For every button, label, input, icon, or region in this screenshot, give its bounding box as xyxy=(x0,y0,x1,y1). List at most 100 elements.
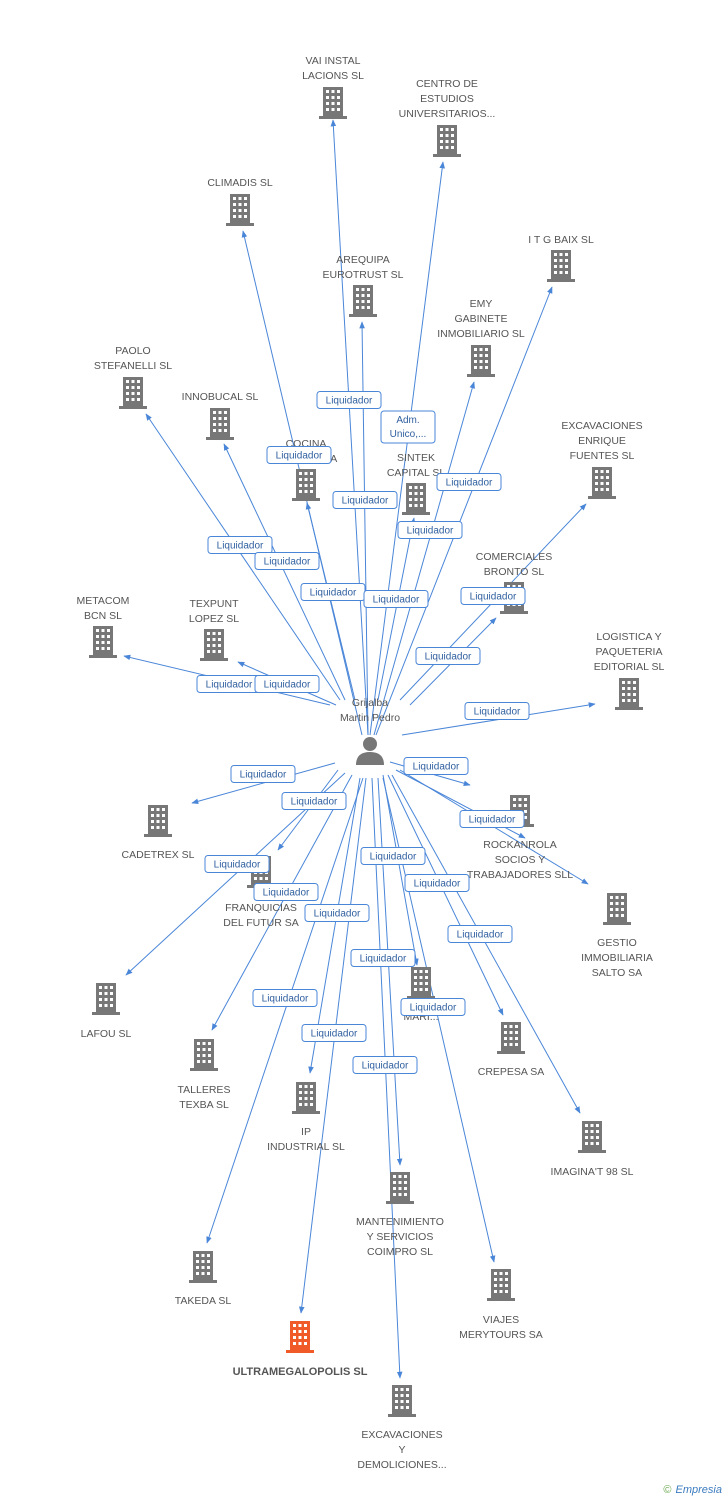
building-icon xyxy=(292,1082,320,1114)
edge-label-text: Liquidador xyxy=(407,526,454,537)
company-label: CENTRO DE xyxy=(416,78,478,90)
company-label: ULTRAMEGALOPOLIS SL xyxy=(233,1366,368,1378)
footer-brand: ©Empresia xyxy=(663,1484,722,1496)
building-icon xyxy=(467,345,495,377)
edge-label: Liquidador xyxy=(397,521,463,539)
edge-arrow xyxy=(145,413,341,701)
edge-arrow xyxy=(377,517,416,701)
building-icon xyxy=(190,1039,218,1071)
company-label: FUENTES SL xyxy=(570,450,635,462)
edge-label: Liquidador xyxy=(415,647,481,665)
edge-label: Liquidador xyxy=(460,587,526,605)
edge-arrow xyxy=(330,119,369,736)
edge-label: Liquidador xyxy=(300,583,366,601)
company-node-excdemol[interactable]: EXCAVACIONESYDEMOLICIONES... xyxy=(357,1385,447,1471)
company-node-centro[interactable]: CENTRO DEESTUDIOSUNIVERSITARIOS... xyxy=(399,78,496,157)
building-icon xyxy=(386,1172,414,1204)
building-icon xyxy=(603,893,631,925)
company-node-itg[interactable]: I T G BAIX SL xyxy=(528,234,594,282)
building-icon xyxy=(547,250,575,282)
company-label: CLIMADIS SL xyxy=(207,177,273,189)
company-label: TEXBA SL xyxy=(179,1099,229,1111)
center-label-line-1: Grijalba xyxy=(352,697,388,709)
edge-label-text: Liquidador xyxy=(474,707,521,718)
company-label: CADETREX SL xyxy=(122,849,195,861)
company-label: INMOBILIARIO SL xyxy=(437,328,525,340)
brand-name: Empresia xyxy=(675,1484,722,1496)
company-node-takeda[interactable]: TAKEDA SL xyxy=(175,1251,232,1307)
center-label-line-2: Martin Pedro xyxy=(340,712,400,724)
company-label: ESTUDIOS xyxy=(420,93,474,105)
company-node-climadis[interactable]: CLIMADIS SL xyxy=(207,177,273,226)
company-node-cadetrex[interactable]: CADETREX SL xyxy=(122,805,195,861)
company-node-imagina[interactable]: IMAGINA'T 98 SL xyxy=(551,1121,634,1178)
company-label: EXCAVACIONES xyxy=(361,1429,442,1441)
edge-label: Liquidador xyxy=(253,883,319,901)
edge-label: Liquidador xyxy=(204,855,270,873)
building-icon xyxy=(349,285,377,317)
building-icon xyxy=(588,467,616,499)
edge-label-text: Liquidador xyxy=(291,797,338,808)
company-label: EDITORIAL SL xyxy=(594,661,665,673)
edge-label-text: Liquidador xyxy=(310,588,357,599)
building-icon xyxy=(497,1022,525,1054)
edge-label-text: Liquidador xyxy=(470,592,517,603)
edge-arrow xyxy=(206,777,364,1244)
company-node-lafou[interactable]: LAFOU SL xyxy=(81,983,132,1040)
edge-label-text: Liquidador xyxy=(342,496,389,507)
building-icon xyxy=(433,125,461,157)
edge-label: Liquidador xyxy=(196,675,262,693)
company-label: EXCAVACIONES xyxy=(561,420,642,432)
building-icon xyxy=(206,408,234,440)
edge-arrow xyxy=(223,443,346,701)
company-label: ROCKANROLA xyxy=(483,839,557,851)
edge-label: Liquidador xyxy=(332,491,398,509)
company-label: MERYTOURS SA xyxy=(459,1329,543,1341)
edge-label-text: Liquidador xyxy=(262,994,309,1005)
edge-arrow xyxy=(391,774,581,1114)
edge-label: Liquidador xyxy=(281,792,347,810)
edge-arrow xyxy=(375,286,553,736)
building-icon xyxy=(407,967,435,999)
edge-label: Liquidador xyxy=(254,675,320,693)
company-label: VAI INSTAL xyxy=(305,55,360,67)
person-icon xyxy=(356,737,384,765)
building-icon xyxy=(578,1121,606,1153)
company-node-innobucal[interactable]: INNOBUCAL SL xyxy=(182,391,259,440)
company-label: AREQUIPA xyxy=(336,254,389,266)
company-node-ultra[interactable]: ULTRAMEGALOPOLIS SL xyxy=(233,1321,368,1378)
company-label: FRANQUICIAS xyxy=(225,902,297,914)
company-label: GESTIO xyxy=(597,937,637,949)
building-icon xyxy=(402,483,430,515)
edge-label-text: Liquidador xyxy=(311,1029,358,1040)
edge-arrow xyxy=(305,502,356,701)
center-person[interactable]: Grijalba Martin Pedro xyxy=(340,697,400,765)
company-label: PAQUETERIA xyxy=(596,646,663,658)
company-node-crepesa[interactable]: CREPESA SA xyxy=(478,1022,545,1078)
company-label: LAFOU SL xyxy=(81,1028,132,1040)
copyright-icon: © xyxy=(663,1484,672,1496)
edge-label: Liquidador xyxy=(360,847,426,865)
edge-labels: LiquidadorAdm.Unico,...LiquidadorLiquida… xyxy=(196,391,530,1074)
edge-label-text: Liquidador xyxy=(457,930,504,941)
edge-arrow xyxy=(371,777,403,1379)
edge-label: Liquidador xyxy=(252,989,318,1007)
